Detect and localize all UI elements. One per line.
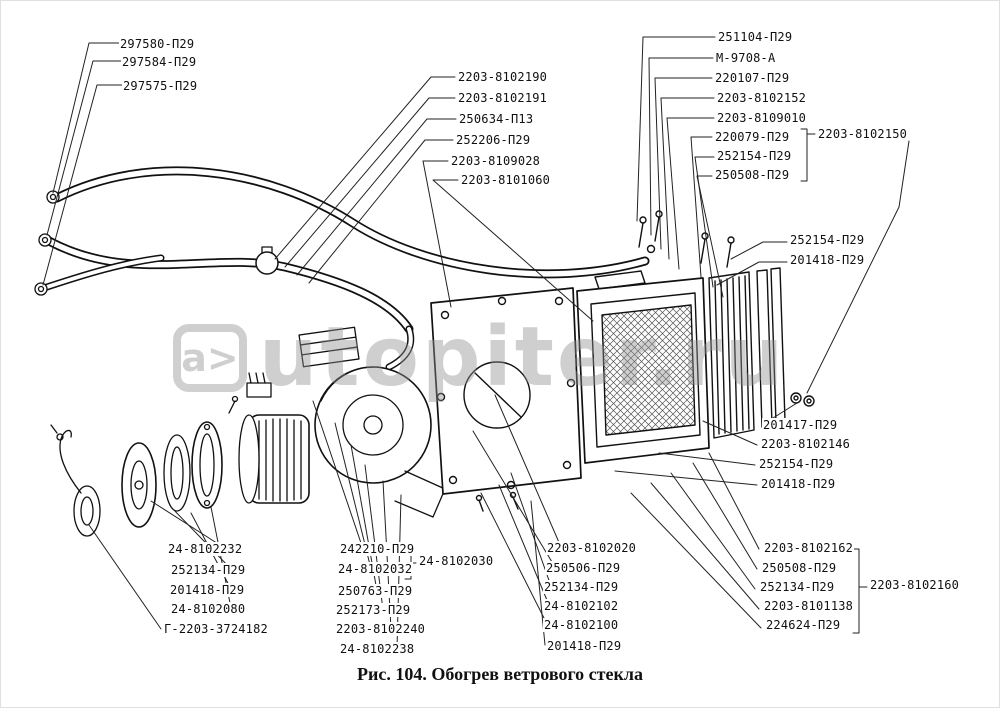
part-label: 252173-П29 — [335, 603, 412, 617]
part-label: 250508-П29 — [761, 561, 838, 575]
part-label: 24-8102102 — [543, 599, 620, 613]
part-label: Г-2203-3724182 — [163, 622, 269, 636]
hoses — [34, 166, 650, 371]
part-label: 2203-8102160 — [869, 578, 961, 592]
part-label: 2203-8102146 — [760, 437, 852, 451]
part-label: 220107-П29 — [714, 71, 791, 85]
part-label: 252154-П29 — [789, 233, 866, 247]
part-label: 24-8102232 — [167, 542, 244, 556]
part-label: 2203-8102240 — [335, 622, 427, 636]
part-label: 201418-П29 — [546, 639, 623, 653]
part-label: 297584-П29 — [121, 55, 198, 69]
part-label: 250508-П29 — [714, 168, 791, 182]
part-label: 250634-П13 — [458, 112, 535, 126]
mounting-plate — [430, 287, 582, 512]
part-label: 201418-П29 — [760, 477, 837, 491]
part-label: 252134-П29 — [543, 580, 620, 594]
part-label: 24-8102238 — [339, 642, 416, 656]
part-label: 24-8102100 — [543, 618, 620, 632]
figure-caption: Рис. 104. Обогрев ветрового стекла — [357, 664, 643, 684]
part-label: 24-8102032 — [337, 562, 414, 576]
part-label: 2203-8102020 — [546, 541, 638, 555]
part-label: 2203-8102190 — [457, 70, 549, 84]
part-label: М-9708-А — [715, 51, 777, 65]
part-label: 2203-8109028 — [450, 154, 542, 168]
part-label: 252154-П29 — [716, 149, 793, 163]
part-label: 250763-П29 — [337, 584, 414, 598]
blower-assembly — [50, 326, 446, 537]
part-label: 24-8102080 — [170, 602, 247, 616]
part-label: 2203-8101138 — [763, 599, 855, 613]
part-label: 2203-8102152 — [716, 91, 808, 105]
part-label: 2203-8101060 — [460, 173, 552, 187]
part-label: 201418-П29 — [169, 583, 246, 597]
part-label: 252154-П29 — [758, 457, 835, 471]
part-label: 252206-П29 — [455, 133, 532, 147]
part-label: 251104-П29 — [717, 30, 794, 44]
part-label: 250506-П29 — [545, 561, 622, 575]
part-label: 252134-П29 — [170, 563, 247, 577]
part-label: 201418-П29 — [789, 253, 866, 267]
part-label: 2203-8102162 — [763, 541, 855, 555]
part-label: 297580-П29 — [119, 37, 196, 51]
part-label: 201417-П29 — [762, 418, 839, 432]
part-label: 220079-П29 — [714, 130, 791, 144]
heater-core — [576, 210, 815, 464]
part-label: 24-8102030 — [418, 554, 495, 568]
part-label: 297575-П29 — [122, 79, 199, 93]
part-label: 242210-П29 — [339, 542, 416, 556]
part-label: 252134-П29 — [759, 580, 836, 594]
part-label: 2203-8109010 — [716, 111, 808, 125]
part-label: 224624-П29 — [765, 618, 842, 632]
part-label: 2203-8102150 — [817, 127, 909, 141]
part-label: 2203-8102191 — [457, 91, 549, 105]
